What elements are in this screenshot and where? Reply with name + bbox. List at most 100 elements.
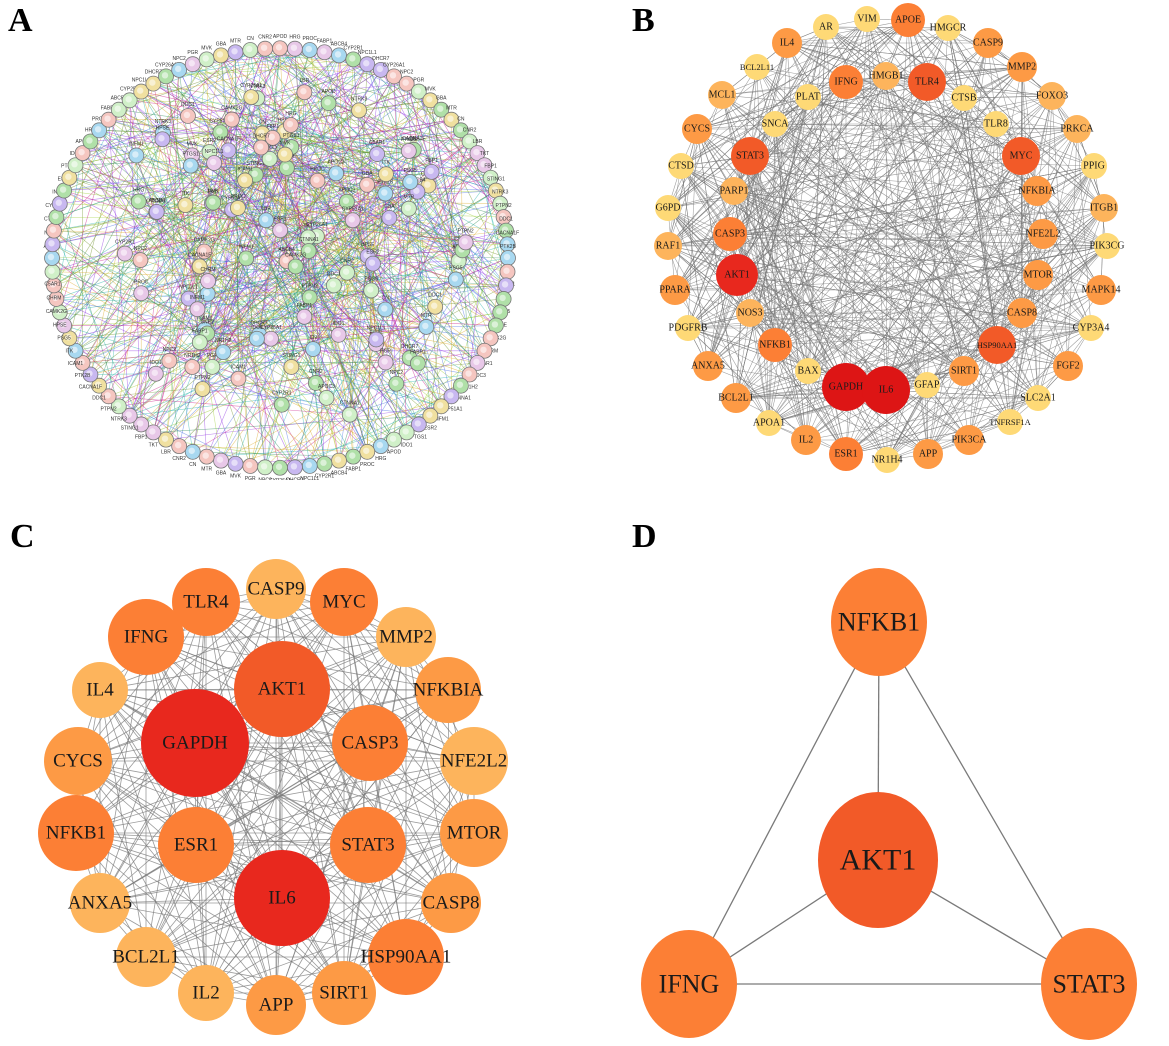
string-node-label: CNR2 bbox=[258, 35, 272, 41]
hub-edge bbox=[99, 742, 371, 904]
string-edge bbox=[349, 152, 478, 415]
string-node-label: LBR bbox=[161, 450, 171, 456]
ppi-edge bbox=[687, 327, 809, 372]
string-edge bbox=[309, 49, 348, 273]
string-edge bbox=[165, 406, 442, 440]
ppi-edge bbox=[845, 123, 997, 388]
string-edge bbox=[294, 383, 397, 468]
string-edge bbox=[212, 366, 327, 399]
string-node: CYP2R1 bbox=[272, 391, 292, 413]
ppi-node-sirt1: SIRT1 bbox=[949, 356, 979, 386]
ppi-edge bbox=[735, 327, 1092, 399]
ppi-edge bbox=[680, 165, 887, 391]
string-node-label: STING1 bbox=[282, 353, 300, 359]
string-edge bbox=[129, 48, 266, 416]
ppi-edge bbox=[721, 19, 909, 96]
string-edge bbox=[367, 250, 463, 257]
string-edge bbox=[346, 59, 354, 202]
string-node-label: INFM1 bbox=[434, 416, 449, 422]
ppi-node-akt1: AKT1 bbox=[716, 254, 758, 296]
string-node-label: CN bbox=[247, 36, 255, 42]
string-node-label: FBP1 bbox=[484, 164, 497, 170]
string-edge bbox=[90, 141, 463, 251]
string-edge bbox=[231, 83, 407, 120]
string-edge bbox=[59, 311, 257, 340]
string-node: CYP26A1 bbox=[240, 83, 262, 106]
ppi-edge bbox=[866, 18, 1105, 209]
hub-edge bbox=[275, 588, 449, 691]
string-node: CNR2 bbox=[307, 369, 324, 391]
string-node: FBP1 bbox=[272, 216, 289, 239]
string-edge bbox=[286, 119, 452, 169]
panel-label-b: B bbox=[632, 2, 655, 39]
string-node-label: CN bbox=[309, 335, 317, 341]
string-edge bbox=[179, 69, 292, 126]
string-node: PTGS1 bbox=[411, 416, 427, 440]
ppi-node-hmgcr: HMGCR bbox=[930, 15, 967, 41]
panel-label-a: A bbox=[8, 2, 33, 39]
string-node: LBR bbox=[296, 78, 313, 101]
ppi-node-label: HMGCR bbox=[930, 23, 967, 34]
string-node-label: CTNNA1 bbox=[340, 401, 360, 407]
ppi-edge bbox=[696, 96, 809, 130]
hub-edge bbox=[343, 760, 475, 994]
core-node-label: AKT1 bbox=[840, 844, 917, 877]
ppi-edge bbox=[807, 155, 1022, 372]
ppi-edge bbox=[866, 18, 965, 99]
string-node: NTRK3 bbox=[111, 398, 127, 422]
string-edge bbox=[430, 100, 507, 231]
string-node-label: CACNA1F bbox=[188, 252, 211, 258]
string-edge bbox=[155, 212, 194, 452]
string-node-label: CNR2 bbox=[309, 369, 323, 375]
string-node: CNR2 bbox=[171, 438, 188, 462]
hub-node-app: APP bbox=[246, 975, 306, 1035]
string-node-label: GBA bbox=[216, 471, 227, 477]
string-edge bbox=[430, 100, 459, 262]
string-node-label: ABCB4 bbox=[331, 471, 348, 477]
string-node: DDC1 bbox=[427, 293, 444, 315]
string-node: ICAM1 bbox=[67, 342, 84, 367]
hub-node-nfkb1: NFKB1 bbox=[38, 795, 114, 871]
string-node-label: TKT bbox=[207, 189, 216, 195]
hub-node-myc: MYC bbox=[310, 568, 378, 636]
string-edge bbox=[396, 383, 452, 397]
ppi-node-esr1: ESR1 bbox=[829, 437, 863, 471]
hub-node-casp8: CASP8 bbox=[421, 873, 481, 933]
string-node: APOC3 bbox=[328, 159, 345, 182]
hub-node-label: STAT3 bbox=[341, 835, 394, 856]
string-node-label: CN bbox=[382, 295, 390, 301]
string-edge bbox=[212, 171, 432, 368]
ppi-edge bbox=[707, 81, 847, 367]
ppi-node-label: CTSB bbox=[951, 93, 976, 104]
string-edge bbox=[250, 49, 410, 209]
string-edge bbox=[309, 297, 427, 328]
string-node: FABP1 bbox=[409, 349, 426, 372]
string-edge bbox=[199, 342, 208, 457]
string-edge bbox=[291, 119, 452, 148]
hub-node-tlr4: TLR4 bbox=[172, 568, 240, 636]
string-edge bbox=[75, 48, 266, 351]
string-edge bbox=[56, 153, 83, 299]
string-node-label: CYP2R1 bbox=[272, 391, 292, 397]
hub-node-label: TLR4 bbox=[183, 592, 229, 613]
string-node: PSG5 bbox=[402, 168, 419, 190]
string-edge bbox=[56, 298, 386, 310]
string-edge bbox=[141, 91, 262, 148]
string-node: STING1 bbox=[282, 353, 301, 375]
core-node-label: NFKB1 bbox=[838, 608, 920, 637]
ppi-node-gapdh: GAPDH bbox=[822, 363, 870, 411]
string-node-label: CTNNA1 bbox=[146, 198, 166, 204]
string-node: PTGS1 bbox=[183, 152, 199, 174]
ppi-edge bbox=[885, 389, 1039, 399]
string-node-label: PSG5 bbox=[365, 276, 379, 282]
string-edge bbox=[141, 185, 429, 294]
hub-edge bbox=[275, 760, 475, 1006]
string-node-label: FABP1 bbox=[317, 38, 333, 44]
ppi-node-nos3: NOS3 bbox=[736, 299, 764, 327]
hub-node-label: IL4 bbox=[86, 680, 114, 701]
string-node-label: APOD bbox=[387, 450, 402, 456]
ppi-node-label: MTOR bbox=[1024, 270, 1053, 281]
string-node-label: CHRM bbox=[201, 267, 216, 273]
string-node: MVK bbox=[205, 189, 222, 211]
